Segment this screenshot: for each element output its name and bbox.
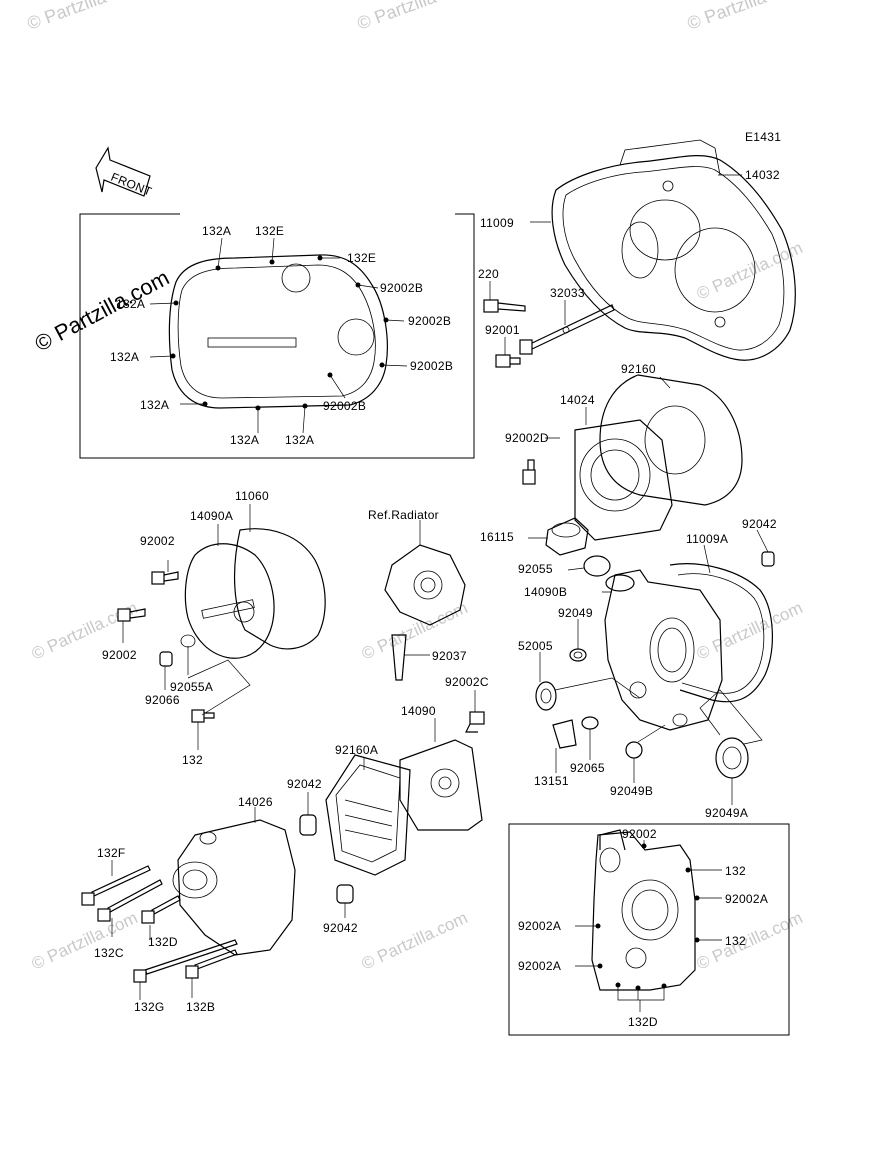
label-92001: 92001 bbox=[485, 323, 520, 337]
clutch-cover-bolt-dots bbox=[170, 255, 389, 411]
label-14090: 14090 bbox=[401, 704, 436, 718]
label-132A: 132A bbox=[140, 398, 169, 412]
label-132A: 132A bbox=[202, 224, 231, 238]
label-92055: 92055 bbox=[518, 562, 553, 576]
inset-box-group bbox=[508, 823, 790, 1036]
front-arrow-label: FRONT bbox=[109, 170, 154, 199]
watermark-corner-tr: © Partzilla bbox=[685, 0, 770, 34]
diagram-code: E1431 bbox=[745, 130, 781, 144]
label-132D: 132D bbox=[628, 1015, 658, 1029]
ref-radiator-note: Ref.Radiator bbox=[368, 508, 439, 522]
label-92002A: 92002A bbox=[518, 919, 561, 933]
label-11009: 11009 bbox=[480, 216, 514, 230]
label-14026: 14026 bbox=[238, 795, 273, 809]
front-arrow: FRONT bbox=[95, 146, 154, 199]
label-132A: 132A bbox=[285, 433, 314, 447]
label-132G: 132G bbox=[134, 1000, 165, 1014]
inset-bolt-dots bbox=[595, 843, 700, 991]
label-92002D: 92002D bbox=[505, 431, 549, 445]
label-52005: 52005 bbox=[518, 639, 553, 653]
label-14024: 14024 bbox=[560, 393, 595, 407]
label-92066: 92066 bbox=[145, 693, 180, 707]
label-132A: 132A bbox=[110, 350, 139, 364]
label-92002B: 92002B bbox=[323, 399, 366, 413]
label-92002B: 92002B bbox=[380, 281, 423, 295]
right-cover-11009A bbox=[602, 529, 775, 731]
label-92002: 92002 bbox=[102, 648, 137, 662]
label-92055A: 92055A bbox=[170, 680, 213, 694]
label-92065: 92065 bbox=[570, 761, 605, 775]
watermark-5: © Partzilla.com bbox=[29, 908, 141, 974]
label-132F: 132F bbox=[97, 846, 126, 860]
label-92160: 92160 bbox=[621, 362, 656, 376]
water-pump-cover bbox=[384, 520, 466, 681]
label-92160A: 92160A bbox=[335, 743, 378, 757]
cover-14090-group bbox=[325, 690, 485, 876]
cap-16115-group bbox=[528, 517, 611, 577]
small-bolts-upper bbox=[483, 281, 615, 368]
label-92002A: 92002A bbox=[725, 892, 768, 906]
label-13151: 13151 bbox=[534, 774, 569, 788]
label-11060: 11060 bbox=[235, 489, 269, 503]
watermark-main: © Partzilla.com bbox=[31, 265, 174, 357]
watermark-6: © Partzilla.com bbox=[359, 908, 471, 974]
watermark-layer: © Partzilla © Partzilla © Partzilla © Pa… bbox=[25, 0, 806, 974]
label-132C: 132C bbox=[94, 946, 124, 960]
label-14090A: 14090A bbox=[190, 509, 233, 523]
label-132: 132 bbox=[725, 934, 746, 948]
label-92049B: 92049B bbox=[610, 784, 653, 798]
label-92002C: 92002C bbox=[445, 675, 489, 689]
label-92042: 92042 bbox=[287, 777, 322, 791]
label-132A: 132A bbox=[230, 433, 259, 447]
label-132: 132 bbox=[725, 864, 746, 878]
label-92049: 92049 bbox=[558, 606, 593, 620]
cover-14026-group bbox=[81, 792, 354, 1000]
clutch-cover-group: 132A 132E 132E 92002B 92002B 92002B 9200… bbox=[79, 213, 475, 459]
label-14032: 14032 bbox=[745, 168, 780, 182]
label-11009A: 11009A bbox=[686, 532, 728, 546]
label-92002B: 92002B bbox=[408, 314, 451, 328]
label-92042: 92042 bbox=[742, 517, 777, 531]
label-92002: 92002 bbox=[622, 827, 657, 841]
label-132E: 132E bbox=[255, 224, 284, 238]
label-92049A: 92049A bbox=[705, 806, 748, 820]
label-132D: 132D bbox=[148, 935, 178, 949]
label-92002B: 92002B bbox=[410, 359, 453, 373]
label-220: 220 bbox=[478, 267, 499, 281]
label-16115: 16115 bbox=[480, 530, 514, 544]
label-132E: 132E bbox=[347, 251, 376, 265]
label-92002A: 92002A bbox=[518, 959, 561, 973]
watermark-corner-tm: © Partzilla bbox=[355, 0, 440, 34]
seals-group bbox=[535, 619, 763, 805]
label-32033: 32033 bbox=[550, 286, 585, 300]
label-92042: 92042 bbox=[323, 921, 358, 935]
label-14090B: 14090B bbox=[524, 585, 567, 599]
cover-14090A bbox=[117, 504, 326, 750]
label-132B: 132B bbox=[186, 1000, 215, 1014]
cover-14024 bbox=[522, 374, 743, 541]
label-132: 132 bbox=[182, 753, 203, 767]
crankcase-cover-14032 bbox=[530, 139, 796, 361]
label-132A: 132A bbox=[116, 297, 145, 311]
label-92037: 92037 bbox=[432, 649, 467, 663]
watermark-corner-tl: © Partzilla bbox=[25, 0, 110, 34]
watermark-4: © Partzilla.com bbox=[694, 598, 806, 664]
label-92002: 92002 bbox=[140, 534, 175, 548]
